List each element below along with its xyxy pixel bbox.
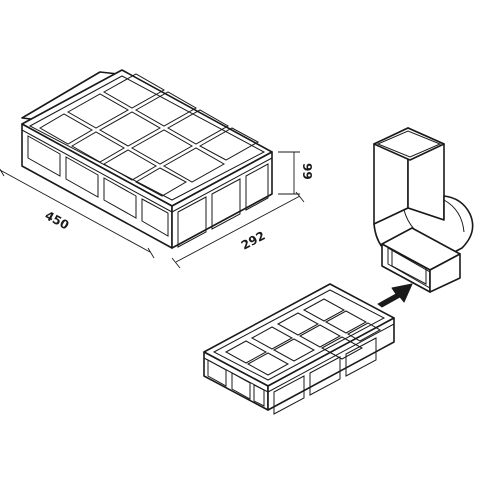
dimension-width-label: 292 [239, 229, 268, 253]
duct-elbow [373, 127, 474, 293]
dimension-height: 99 [278, 151, 314, 195]
arrow-right-icon [377, 283, 413, 308]
large-filter-unit [21, 69, 273, 249]
dimension-length-label: 450 [43, 208, 72, 232]
front-panels [21, 129, 173, 237]
vertical-duct-opening [373, 127, 445, 161]
cassette-side-panels [267, 323, 395, 415]
cassette-front-panels [203, 357, 269, 407]
dimension-height-label: 99 [300, 163, 314, 180]
side-panels [171, 157, 273, 248]
top-grid [39, 73, 260, 197]
filter-cassette [203, 283, 395, 415]
